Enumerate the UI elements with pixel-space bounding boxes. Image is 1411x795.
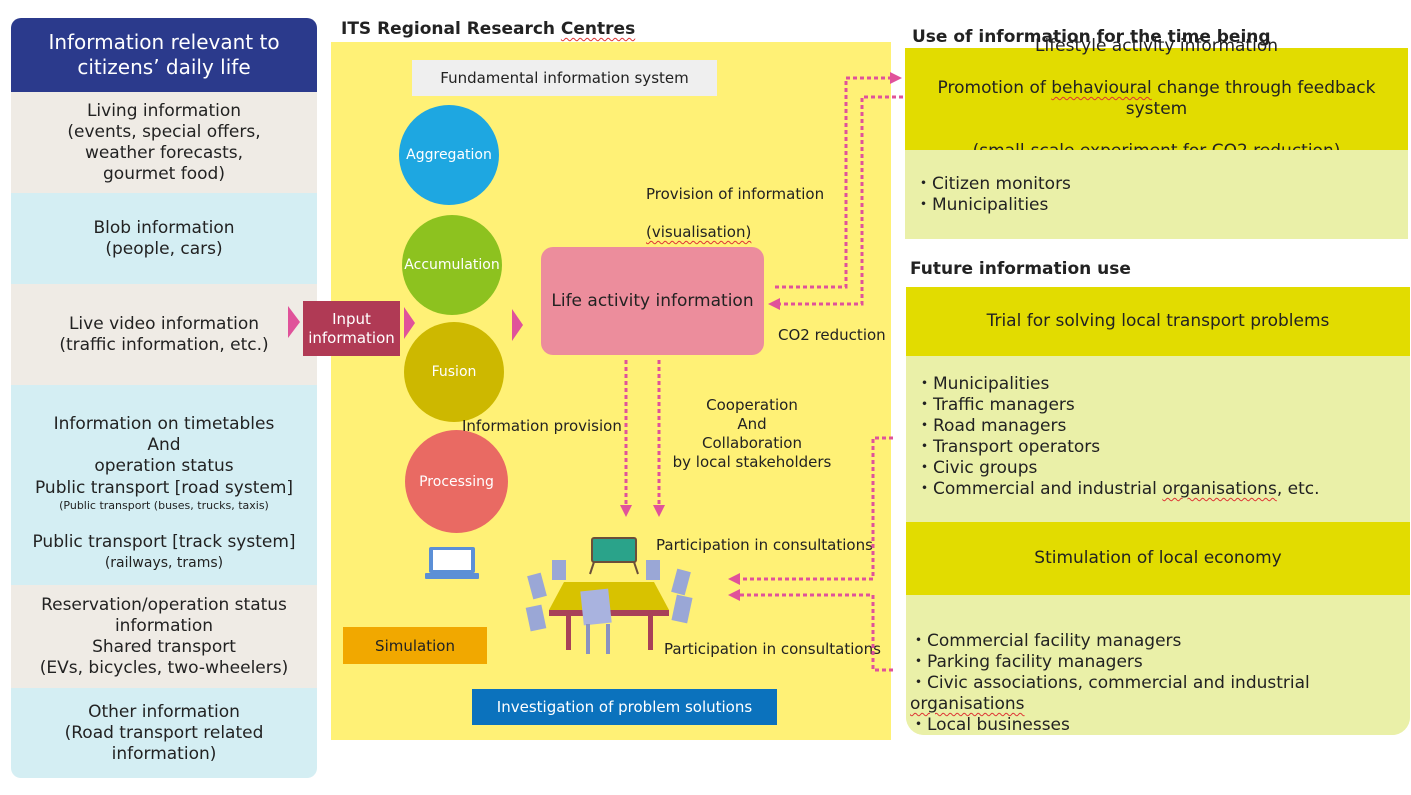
list-item: ・Civic groups (916, 458, 1038, 478)
living-info-box: Living information (events, special offe… (11, 92, 317, 193)
arrowheads (620, 72, 902, 601)
processing-circle: Processing (405, 430, 508, 533)
reservation-box: Reservation/operation status information… (11, 585, 317, 688)
civic-item-start: ・Civic associations, commercial and indu… (910, 673, 1310, 693)
current-stakeholders-list: ・Citizen monitors ・Municipalities (905, 150, 1408, 216)
simulation-box: Simulation (343, 627, 487, 664)
participation-label-top: Participation in consultations (656, 536, 873, 554)
future-use-title: Future information use (910, 259, 1131, 279)
investigation-text: Investigation of problem solutions (496, 698, 753, 716)
meeting-table-icon (525, 537, 693, 654)
commercial-item-start: ・Commercial and industrial (916, 479, 1163, 499)
blob-info-box: Blob information (people, cars) (11, 193, 317, 284)
living-info-text: Living information (events, special offe… (67, 100, 261, 184)
list-item: ・Commercial and industrial organisations… (916, 479, 1410, 500)
life-activity-box: Life activity information (541, 247, 764, 355)
life-activity-text: Life activity information (551, 291, 754, 311)
local-economy-box: Stimulation of local economy (906, 522, 1410, 595)
lifestyle-line-2-end: change through feedback system (1125, 78, 1376, 119)
transport-stakeholders-list: ・Municipalities ・Traffic managers ・Road … (906, 356, 1410, 500)
cooperation-label: Cooperation And Collaboration by local s… (672, 396, 832, 471)
lifestyle-line-1: Lifestyle activity information (1035, 36, 1278, 56)
commercial-item-end: , etc. (1276, 479, 1320, 499)
transport-trial-text: Trial for solving local transport proble… (986, 311, 1330, 331)
road-system-label: Public transport [road system] (34, 478, 294, 498)
road-system-note: (Public transport (buses, trucks, taxis) (59, 499, 269, 512)
list-item: ・Local businesses (910, 715, 1070, 735)
organisations-word-2: organisations (910, 694, 1025, 714)
organisations-word: organisations (1162, 479, 1277, 499)
track-system-label: Public transport [track system] (32, 532, 296, 552)
current-use-title: Use of information for the time being (912, 27, 1271, 47)
fusion-circle: Fusion (404, 322, 504, 422)
centres-word: Centres (560, 19, 636, 39)
participation-label-bottom: Participation in consultations (664, 640, 881, 658)
input-information-text: Input information (308, 309, 395, 347)
lifestyle-line-2: Promotion of behavioural change through … (905, 78, 1408, 120)
local-economy-text: Stimulation of local economy (1034, 548, 1282, 568)
simulation-text: Simulation (375, 636, 455, 655)
current-stakeholders-box: ・Citizen monitors ・Municipalities (905, 150, 1408, 239)
future-use-panel: Trial for solving local transport proble… (906, 287, 1410, 735)
list-item: ・Parking facility managers (910, 652, 1143, 672)
list-item: ・Citizen monitors (915, 174, 1071, 194)
list-item: ・Municipalities (916, 374, 1050, 394)
list-item: ・Transport operators (916, 437, 1101, 457)
reservation-text: Reservation/operation status information… (39, 594, 289, 678)
blob-info-text: Blob information (people, cars) (93, 217, 235, 259)
investigation-box: Investigation of problem solutions (472, 689, 777, 725)
accumulation-circle: Accumulation (402, 215, 502, 315)
live-video-text: Live video information (traffic informat… (59, 313, 269, 355)
list-item: ・Civic associations, commercial and indu… (910, 673, 1410, 715)
input-information-box: Input information (303, 301, 400, 356)
citizen-info-header: Information relevant to citizens’ daily … (11, 18, 317, 92)
timetable-text: Information on timetables And operation … (53, 414, 275, 476)
list-item: ・Municipalities (915, 195, 1049, 215)
aggregation-label: Aggregation (406, 147, 492, 163)
co2-reduction-label: CO2 reduction (778, 326, 886, 344)
track-system-note: (railways, trams) (104, 555, 224, 571)
lifestyle-info-text: Lifestyle activity information Promotion… (905, 15, 1408, 183)
live-video-box: Live video information (traffic informat… (11, 284, 317, 385)
arrow-right-icon (288, 306, 300, 338)
other-info-box: Other information (Road transport relate… (11, 688, 317, 778)
provision-of-information-label: Provision of information (visualisation) (646, 166, 824, 261)
accumulation-label: Accumulation (404, 257, 500, 273)
list-item: ・Commercial facility managers (910, 631, 1182, 651)
arrow-right-icon (404, 307, 415, 339)
laptop-icon (425, 547, 479, 579)
aggregation-circle: Aggregation (399, 105, 499, 205)
citizen-info-header-text: Information relevant to citizens’ daily … (48, 30, 280, 79)
fusion-label: Fusion (431, 364, 477, 380)
provision-of-information-text: Provision of information (646, 185, 825, 203)
dotted-connectors (624, 76, 903, 672)
fundamental-system-box: Fundamental information system (412, 60, 717, 96)
fundamental-system-text: Fundamental information system (440, 69, 689, 87)
processing-label: Processing (419, 473, 494, 490)
citizen-info-column: Information relevant to citizens’ daily … (11, 18, 317, 778)
lifestyle-info-box: Lifestyle activity information Promotion… (905, 36, 1408, 161)
information-provision-label: Information provision (462, 417, 622, 435)
economy-stakeholders-box: ・Commercial facility managers ・Parking f… (906, 595, 1410, 735)
list-item: ・Traffic managers (916, 395, 1075, 415)
transport-stakeholders-box: ・Municipalities ・Traffic managers ・Road … (906, 356, 1410, 522)
list-item: ・Road managers (916, 416, 1067, 436)
economy-stakeholders-list: ・Commercial facility managers ・Parking f… (906, 595, 1410, 735)
visualisation-text: (visualisation) (646, 223, 752, 241)
timetable-box: Information on timetables And operation … (11, 385, 317, 585)
transport-trial-box: Trial for solving local transport proble… (906, 287, 1410, 356)
arrow-right-icon (512, 309, 523, 341)
behavioural-word: behavioural (1051, 78, 1152, 98)
lifestyle-line-2-start: Promotion of (937, 78, 1052, 98)
its-centres-title: ITS Regional Research Centres (341, 19, 636, 39)
other-info-text: Other information (Road transport relate… (64, 701, 264, 764)
